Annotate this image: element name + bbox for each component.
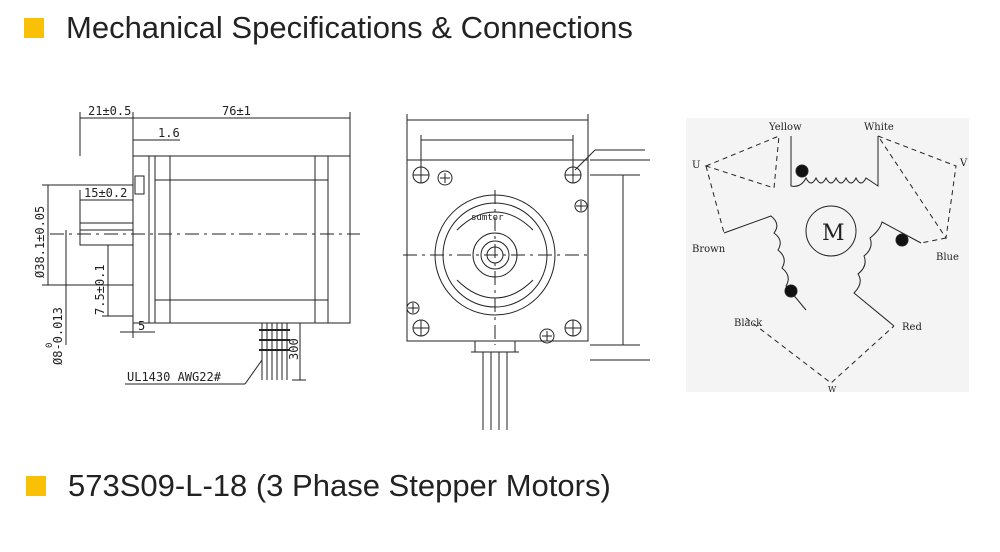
- motor-front-view-drawing: sumtor: [395, 100, 650, 435]
- label-white: White: [864, 122, 894, 133]
- section-heading-specs: Mechanical Specifications & Connections: [24, 8, 633, 48]
- cable-label: UL1430 AWG22#: [127, 370, 222, 384]
- motor-label: M: [822, 221, 845, 246]
- wiring-diagram: M Yellow White U V Brown Blue Black Red …: [686, 118, 969, 394]
- label-black: Black: [734, 318, 763, 329]
- section-heading-text: Mechanical Specifications & Connections: [66, 10, 633, 45]
- square-bullet-icon: [24, 18, 44, 38]
- dim-flat-depth: 7.5±0.1: [93, 264, 107, 315]
- label-brown: Brown: [692, 244, 726, 255]
- winding-dot-u: [795, 164, 809, 178]
- dim-boss-diameter: Ø38.1±0.05: [33, 206, 47, 278]
- label-v: V: [959, 158, 968, 169]
- label-w: W: [828, 385, 837, 392]
- label-blue: Blue: [936, 252, 959, 263]
- motor-symbol-icon: [805, 205, 857, 257]
- dim-shaft-flat: 15±0.2: [84, 186, 127, 200]
- front-logo-text: sumtor: [471, 213, 504, 223]
- winding-dot-w: [784, 284, 798, 298]
- section-heading-text: 573S09-L-18 (3 Phase Stepper Motors): [68, 468, 611, 503]
- winding-dot-v: [895, 233, 909, 247]
- square-bullet-icon: [26, 476, 46, 496]
- dim-shaft-diameter: Ø8-0.013: [51, 307, 65, 365]
- dim-shaft-tol-upper: 0: [45, 343, 55, 348]
- label-u: U: [692, 160, 700, 171]
- label-red: Red: [902, 322, 922, 333]
- motor-side-view-drawing: 21±0.5 76±1 1.6 15±0.2 Ø38.1±0.05: [30, 90, 370, 390]
- dim-flange-thickness: 1.6: [158, 126, 180, 140]
- dim-body-length: 76±1: [222, 104, 251, 118]
- label-yellow: Yellow: [768, 122, 802, 133]
- dim-lead-length: 300: [287, 338, 301, 360]
- section-heading-model: 573S09-L-18 (3 Phase Stepper Motors): [26, 464, 611, 508]
- dim-flange-length: 21±0.5: [88, 104, 131, 118]
- dim-step: 5: [138, 319, 145, 333]
